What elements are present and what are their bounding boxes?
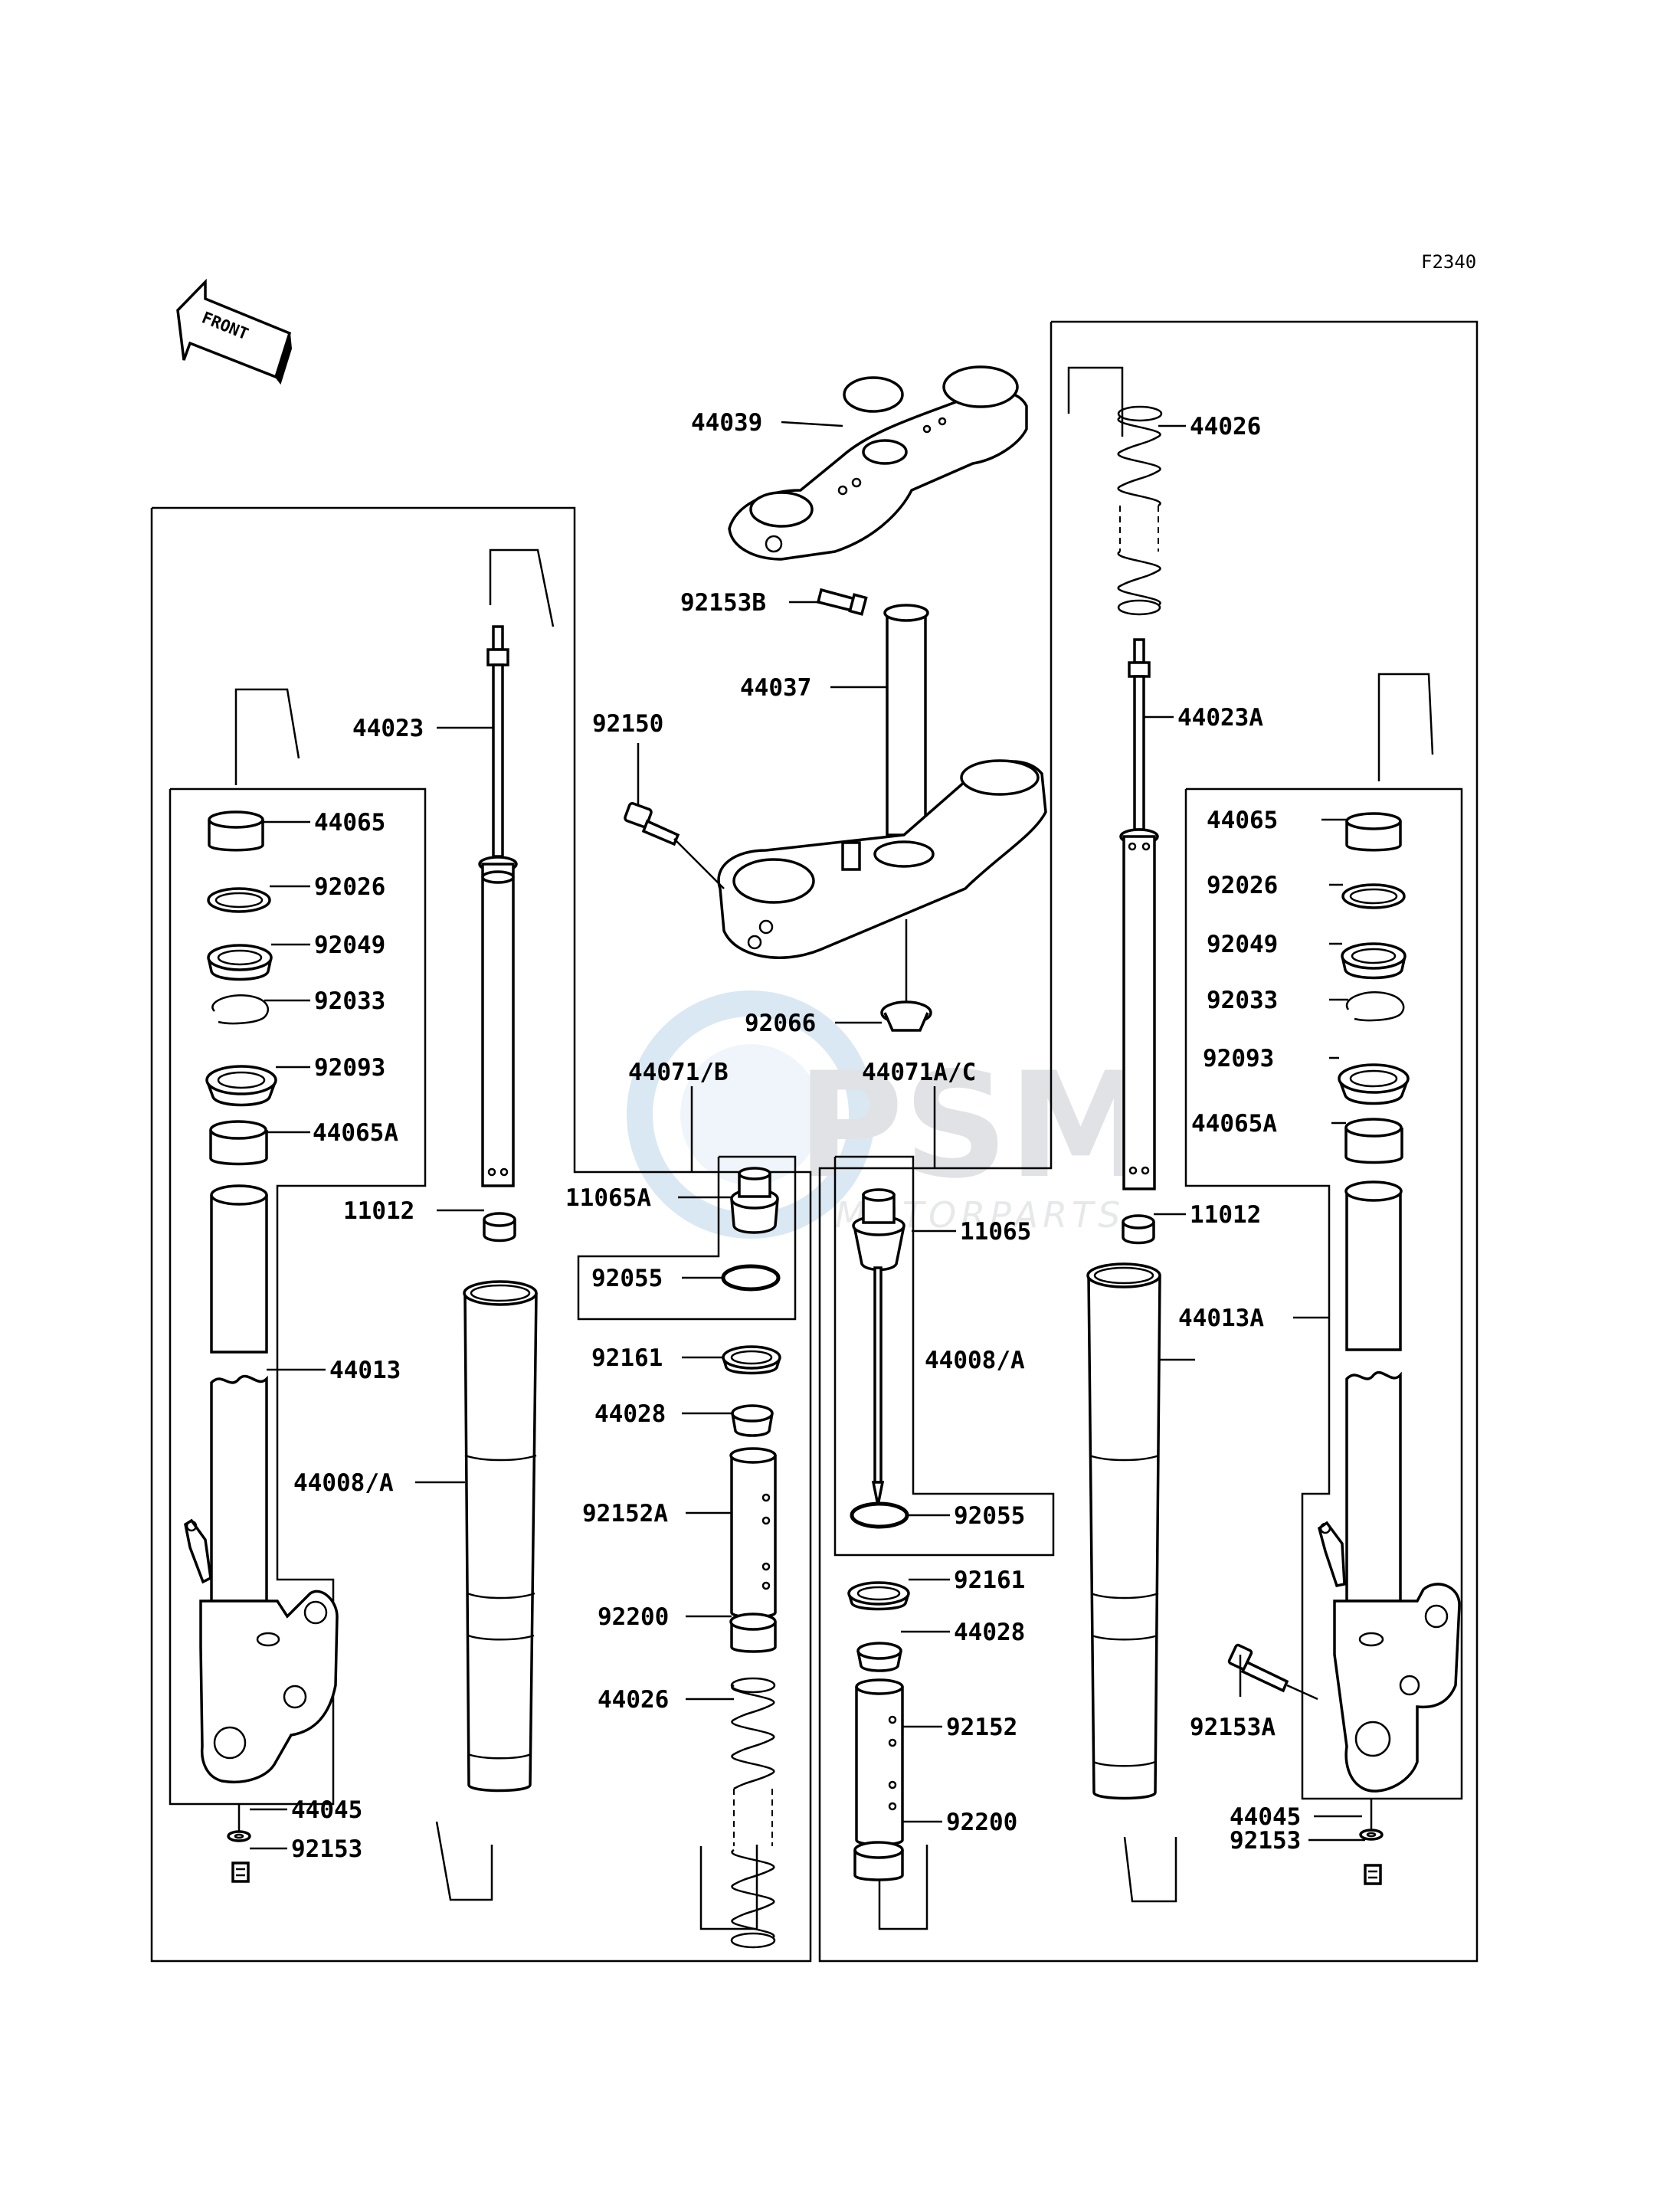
right-ring-11012-part <box>1122 1214 1155 1245</box>
left-clip-92033-part <box>211 994 269 1025</box>
label-l-bush: 44065 <box>314 809 385 837</box>
labels: 44039 92153B 44037 92150 92066 44071/B 4… <box>291 409 1301 1863</box>
left-oil-seal-92049-part <box>207 944 273 981</box>
label-r-damper-rod: 44023A <box>1177 704 1263 732</box>
label-l-washer: 92026 <box>314 873 385 901</box>
left-inner-tube-part <box>463 1280 538 1793</box>
label-l-oring: 92055 <box>591 1265 663 1292</box>
right-oil-seal-92049-part <box>1341 942 1407 980</box>
label-r-bolt-a: 92153A <box>1190 1714 1276 1741</box>
left-dust-seal-92093-part <box>205 1065 277 1107</box>
left-bush-44065-part <box>208 810 264 852</box>
right-bush-44065-part <box>1345 812 1402 852</box>
label-l-spring: 44026 <box>598 1686 669 1714</box>
left-washer-92026-part <box>207 887 271 913</box>
label-r-washer: 92026 <box>1207 872 1278 899</box>
label-l-bush-a: 44065A <box>313 1119 398 1147</box>
left-ring-11012-part <box>483 1212 516 1243</box>
left-outer-tube-part <box>184 1184 339 1783</box>
label-r-gasket: 44045 <box>1230 1803 1301 1831</box>
label-r-spring-top: 44026 <box>1190 413 1261 440</box>
left-bolt-92153-part <box>231 1861 250 1883</box>
left-seat-44028-part <box>731 1404 774 1437</box>
label-r-oil-seal: 92049 <box>1207 931 1278 958</box>
label-r-seat: 44028 <box>954 1619 1025 1646</box>
right-inner-tube-part <box>1086 1262 1161 1800</box>
right-cap-11065-part <box>852 1188 905 1506</box>
label-l-pipe: 92152A <box>582 1500 668 1527</box>
label-bolt-stem: 92150 <box>592 710 663 738</box>
label-r-oring: 92055 <box>954 1502 1025 1530</box>
right-ring-92161-part <box>847 1581 910 1611</box>
label-l-damper-rod: 44023 <box>352 715 424 742</box>
label-l-ring: 11012 <box>343 1197 414 1225</box>
left-pipe-92152a-part <box>729 1447 777 1619</box>
label-r-dust-seal: 92093 <box>1203 1045 1274 1072</box>
steering-stem-part <box>717 604 1047 959</box>
watermark-brand: PSM <box>797 1041 1153 1210</box>
label-r-ring: 11012 <box>1190 1201 1261 1229</box>
right-seat-44028-part <box>856 1642 902 1672</box>
right-bolt-92153a-part <box>1227 1643 1289 1693</box>
top-clamp-part <box>728 365 1028 561</box>
label-r-ring2: 92161 <box>954 1567 1025 1594</box>
right-collar-92200-part <box>853 1841 904 1881</box>
right-spring-44026-part <box>1117 405 1163 616</box>
label-l-cap: 11065A <box>565 1184 651 1212</box>
label-l-oil-seal: 92049 <box>314 932 385 959</box>
label-stem-seal: 92066 <box>745 1010 816 1037</box>
label-top-clamp: 44039 <box>691 409 762 437</box>
label-l-seat: 44028 <box>594 1400 666 1428</box>
label-steering-stem: 44037 <box>740 674 811 702</box>
label-r-outer-tube: 44013A <box>1178 1305 1264 1332</box>
left-ring-92161-part <box>722 1345 781 1375</box>
label-r-clip: 92033 <box>1207 987 1278 1014</box>
frames <box>150 320 1479 1963</box>
label-r-bush: 44065 <box>1207 807 1278 834</box>
label-bolt-top: 92153B <box>680 589 766 617</box>
right-clip-92033-part <box>1345 990 1405 1022</box>
seal-92066-part <box>880 1000 932 1032</box>
watermark: PSM MOTORPARTS <box>627 990 1153 1239</box>
label-l-collar: 92200 <box>598 1603 669 1631</box>
bolt-92153b-part <box>816 588 868 616</box>
label-l-ring2: 92161 <box>591 1344 663 1372</box>
left-gasket-44045-part <box>227 1830 251 1842</box>
label-right-assy: 44071A/C <box>862 1059 976 1086</box>
left-cap-11065a-part <box>730 1167 779 1234</box>
left-oring-92055-part <box>721 1264 781 1292</box>
label-l-dust-seal: 92093 <box>314 1054 385 1082</box>
label-r-bush-a: 44065A <box>1191 1110 1277 1138</box>
right-pipe-92152-part <box>855 1678 904 1846</box>
left-bush-44065a-part <box>209 1120 268 1166</box>
figure-code: F2340 <box>1421 251 1476 273</box>
leader-lines <box>237 421 1373 1850</box>
label-l-inner-tube: 44008/A <box>293 1469 394 1497</box>
bolt-92150-part <box>624 801 680 846</box>
left-spring-44026-part <box>730 1677 776 1949</box>
label-r-collar: 92200 <box>946 1809 1017 1836</box>
left-collar-92200-part <box>729 1613 777 1653</box>
label-r-cap: 11065 <box>960 1218 1031 1246</box>
right-outer-tube-part <box>1317 1180 1461 1793</box>
right-washer-92026-part <box>1341 883 1406 909</box>
right-bolt-92153-part <box>1364 1864 1382 1885</box>
right-gasket-44045-part <box>1359 1829 1384 1841</box>
right-oring-92055-part <box>850 1501 909 1529</box>
label-l-gasket: 44045 <box>291 1796 362 1824</box>
label-left-assy: 44071/B <box>628 1059 729 1086</box>
label-r-bolt: 92153 <box>1230 1827 1301 1855</box>
label-l-bolt: 92153 <box>291 1835 362 1863</box>
front-arrow-icon: FRONT <box>176 278 293 385</box>
right-bush-44065a-part <box>1344 1118 1403 1164</box>
left-damper-rod-part <box>478 625 518 1187</box>
right-damper-rod-part <box>1119 638 1159 1190</box>
label-l-clip: 92033 <box>314 987 385 1015</box>
label-r-inner-tube: 44008/A <box>925 1347 1025 1374</box>
label-r-pipe: 92152 <box>946 1714 1017 1741</box>
label-l-outer-tube: 44013 <box>329 1357 401 1384</box>
right-dust-seal-92093-part <box>1338 1063 1410 1105</box>
